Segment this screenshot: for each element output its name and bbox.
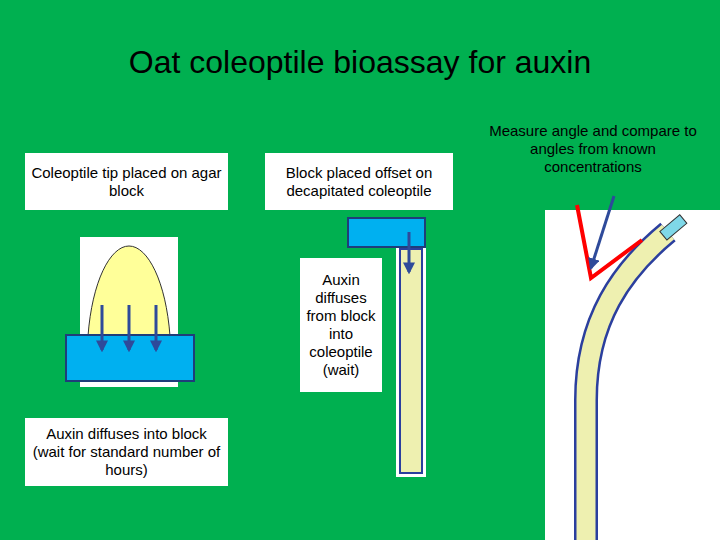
box-text: Coleoptile tip placed on agar block	[31, 164, 222, 200]
panel	[545, 210, 720, 540]
curved-coleoptile	[586, 232, 668, 540]
text-box: Coleoptile tip placed on agar block	[25, 153, 228, 210]
box-text: Auxin diffuses into block (wait for stan…	[31, 425, 222, 479]
box-text: Auxin diffuses from block into coleoptil…	[306, 271, 376, 379]
diffusion-arrow	[101, 305, 104, 350]
decapitated-coleoptile	[400, 249, 422, 473]
diffusion-arrow	[155, 305, 158, 350]
text-box: Auxin diffuses from block into coleoptil…	[300, 258, 382, 392]
angle-lines	[577, 205, 642, 278]
curved-coleoptile	[586, 232, 668, 540]
leader-arrow	[591, 196, 614, 268]
slide-title: Oat coleoptile bioassay for auxin	[0, 44, 720, 81]
panel	[396, 245, 426, 477]
text-box: Auxin diffuses into block (wait for stan…	[25, 418, 228, 486]
agar-block	[660, 215, 687, 240]
box-text: Block placed offset on decapitated coleo…	[271, 164, 447, 200]
diffusion-arrow	[408, 232, 411, 272]
annotation: Measure angle and compare to angles from…	[488, 122, 698, 176]
diffusion-arrow	[128, 305, 131, 350]
agar-block	[348, 218, 425, 247]
text-box: Block placed offset on decapitated coleo…	[265, 153, 453, 210]
